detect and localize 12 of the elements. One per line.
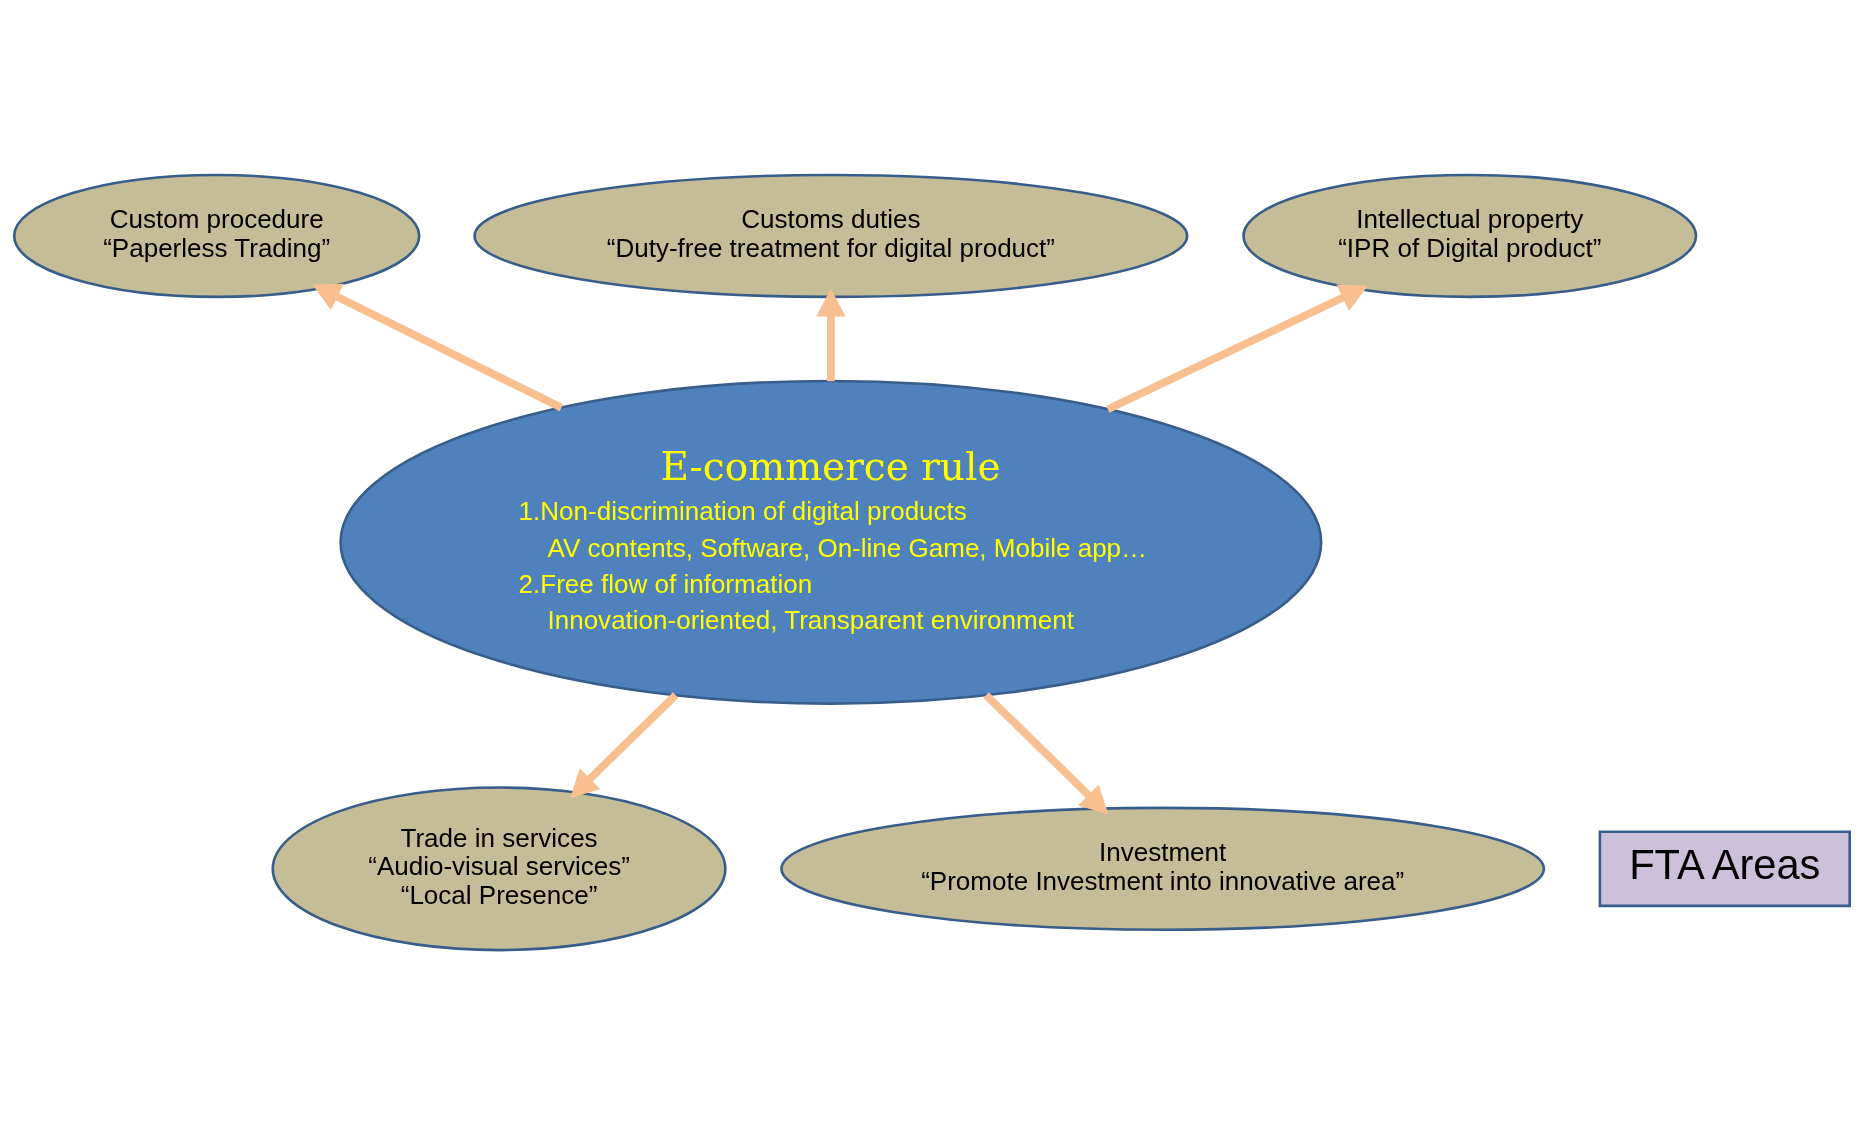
arrow: [816, 287, 846, 381]
arrow: [983, 691, 1109, 815]
node-ellipse: Trade in services “Audio-visual services” “Local Presence”: [271, 785, 727, 951]
arrow: [570, 691, 679, 798]
node-ellipse: Investment “Promote Investment into innovative area”: [780, 806, 1546, 931]
node-ellipse: Customs duties “Duty-free treatment for digital product”: [473, 173, 1189, 298]
node-box: FTA Areas: [1598, 829, 1851, 907]
node-ellipse: Intellectual property “IPR of Digital product”: [1242, 173, 1698, 298]
arrow: [312, 283, 564, 411]
node-ellipse: Custom procedure “Paperless Trading”: [12, 173, 421, 298]
node-ellipse: E-commerce rule 1.Non-discrimination of digital products AV contents, Software, On-line Game, Mobile app… 2.Free flow of information Innovation-oriented, Transparent environment: [339, 379, 1323, 705]
arrow: [1106, 283, 1368, 413]
